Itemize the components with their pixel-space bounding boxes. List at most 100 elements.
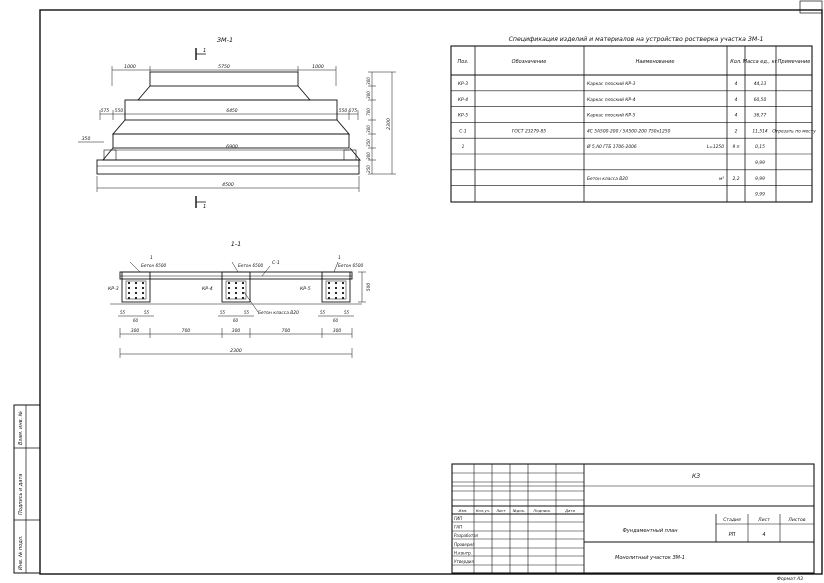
section-note-2: Бетон 6500	[338, 263, 364, 268]
spec-cell-mass: 11,514	[752, 128, 768, 134]
section-small-6: 60	[133, 318, 139, 323]
stamp-role-2: Разработал	[454, 533, 479, 538]
plan-dim-right-2: 700	[366, 108, 371, 116]
stamp-role-1: ГАП	[454, 525, 462, 530]
stamp-title-2: Монолитный участок ЗМ-1	[615, 555, 685, 561]
plan-dim-total: 2300	[386, 118, 392, 130]
section-beam-center	[221, 271, 251, 303]
section-small-8: 60	[333, 318, 339, 323]
stamp-code: КЗ	[692, 473, 700, 480]
plan-dim-right-1: 300	[366, 91, 371, 99]
side-label-inventory: Инв. № подл.	[18, 536, 24, 571]
section-small-0: 55	[120, 310, 126, 315]
plan-dim-top-left: 1000	[124, 64, 136, 70]
sheet-format: Формат А3	[777, 576, 803, 582]
section-label-kr5: КР-5	[300, 286, 311, 292]
spec-header-3: Кол.	[730, 59, 741, 65]
plan-view: ЗМ-1 1 1	[78, 36, 396, 210]
section-label-mesh: С-1	[272, 260, 280, 266]
spec-header-5: Примечание	[778, 59, 811, 65]
stamp-header-5: Дата	[564, 508, 576, 513]
section-pos-left: 1	[150, 255, 153, 261]
plan-cut-bottom: 1	[203, 204, 206, 210]
stamp-header-1: Кол.уч.	[476, 508, 490, 513]
section-dim-2: 300	[232, 328, 241, 334]
plan-dim-mid-2: 6450	[226, 108, 237, 114]
section-note-1: Бетон 6500	[238, 263, 264, 268]
plan-cut-top: 1	[203, 48, 206, 54]
spec-cell-name: 4С 5A500-200 / 5A500-200 750х1250	[587, 128, 671, 134]
spec-cell-unit: м³	[719, 176, 724, 182]
title-block	[451, 463, 815, 574]
spec-title: Спецификация изделий и материалов на уст…	[509, 36, 764, 43]
spec-cell-name: Ø 5,А0 ГТБ 1706-2006	[586, 143, 637, 150]
section-label-kr4: КР-4	[202, 286, 213, 292]
spec-cell-pos: КР-5	[458, 113, 468, 119]
spec-table: Спецификация изделий и материалов на уст…	[450, 36, 813, 203]
section-small-7: 60	[233, 318, 239, 323]
plan-dim-top-center: 5750	[218, 64, 230, 70]
spec-cell-name: Каркас плоский КР-5	[587, 113, 636, 119]
spec-cell-note: Отрезать по месту	[772, 128, 816, 134]
spec-cell-mass: 44,13	[754, 81, 767, 87]
section-small-2: 55	[220, 310, 226, 315]
spec-cell-mass: 36,77	[754, 113, 767, 119]
stamp-role-3: Проверил	[454, 542, 475, 547]
plan-dim-right-5: 300	[366, 152, 371, 160]
section-small-1: 55	[144, 310, 150, 315]
stamp-title-1: Фундаментный план	[623, 528, 679, 534]
spec-cell-pos: КР-4	[458, 97, 468, 103]
stamp-header-0: Изм.	[459, 508, 468, 513]
stamp-sheet: 4	[762, 532, 765, 538]
section-pos-right: 1	[338, 255, 341, 261]
spec-cell-name: Бетон класса В20	[587, 176, 628, 182]
spec-cell-mass: 9,99	[755, 176, 765, 182]
section-dim-1: 700	[182, 328, 191, 334]
section-view: 1-1	[108, 240, 372, 358]
sheet-frame	[39, 9, 823, 575]
stamp-sheet-label: Лист	[757, 517, 770, 523]
plan-step-bottom	[96, 159, 360, 175]
stamp-stage-label: Стадия	[723, 517, 741, 523]
spec-header-1: Обозначение	[512, 59, 547, 65]
section-note-0: Бетон 6500	[141, 263, 167, 268]
spec-header-0: Поз.	[457, 59, 468, 65]
plan-dim-right-3: 300	[366, 125, 371, 133]
plan-dim-right-4: 350	[366, 139, 371, 147]
section-dim-0: 300	[131, 328, 140, 334]
spec-header-2: Наименование	[636, 59, 675, 65]
spec-cell-mass: 60,50	[754, 97, 767, 103]
section-dim-4: 300	[333, 328, 342, 334]
spec-cell-mass: 0,15	[755, 144, 765, 150]
stamp-role-4: Н.контр.	[454, 550, 472, 555]
stamp-sheets-label: Листов	[787, 517, 805, 523]
plan-dim-top-right: 1000	[312, 64, 324, 70]
section-small-5: 55	[344, 310, 350, 315]
plan-dim-mid-4: 575	[349, 108, 358, 114]
spec-cell-name: Каркас плоский КР-3	[587, 81, 636, 87]
spec-cell-pos: 1	[462, 144, 465, 150]
section-label-kr3: КР-3	[108, 286, 119, 292]
stamp-stage: РП	[729, 532, 736, 538]
plan-step-top	[149, 71, 299, 87]
section-dim-side: 500	[366, 283, 372, 292]
section-dim-total: 2300	[230, 348, 242, 354]
section-small-3: 55	[244, 310, 250, 315]
spec-cell-qty: 4	[735, 97, 738, 103]
spec-cell-unit: L=1250	[707, 144, 725, 150]
stamp-header-4: Подпись	[533, 508, 550, 513]
section-beam-left	[121, 271, 151, 303]
stamp-header-2: Лист	[495, 508, 506, 513]
spec-cell-qty: 4	[735, 113, 738, 119]
corner-box	[799, 0, 823, 14]
plan-dim-bottom: 4500	[222, 182, 234, 188]
section-title: 1-1	[231, 240, 242, 248]
spec-cell-pos: С-1	[459, 128, 467, 134]
spec-cell-designation: ГОСТ 23279-85	[512, 128, 546, 134]
plan-dim-left: 350	[82, 136, 91, 142]
spec-cell-qty: 4	[735, 81, 738, 87]
plan-dim-right-6: 250	[366, 165, 371, 173]
stamp-role-5: Утвердил	[454, 559, 474, 564]
